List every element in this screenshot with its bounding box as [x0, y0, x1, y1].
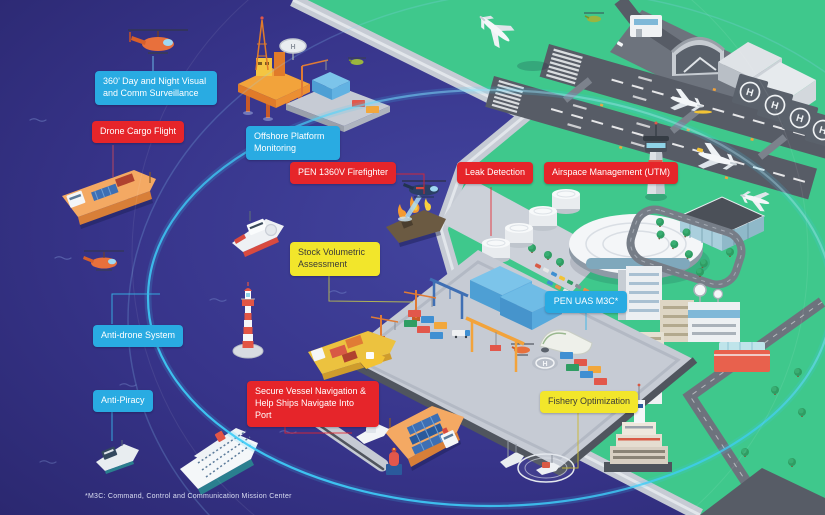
label-drone-cargo-flight: Drone Cargo Flight — [92, 121, 185, 143]
label-leak-detection: Leak Detection — [457, 162, 534, 184]
gantry-crane-icon — [465, 316, 525, 372]
label-fishery-optimization: Fishery Optimization — [540, 391, 639, 413]
arch-hangar-icon — [670, 37, 726, 76]
firefighting-helicopter-icon — [398, 180, 446, 222]
terminal-small-building-icon — [630, 15, 662, 37]
port-helipad-icon: H — [532, 355, 558, 371]
truck-icon — [452, 330, 470, 339]
test-track — [626, 205, 746, 289]
shore-road — [700, 468, 825, 515]
label-stock-volumetric-assessment: Stock Volumetric Assessment — [290, 242, 380, 276]
patrol-boat-icon — [96, 440, 139, 474]
radar-rings — [127, 0, 825, 515]
helipad-letter: H — [290, 44, 295, 51]
airplane-icon — [471, 6, 549, 71]
label-secure-vessel-navigation: Secure Vessel Navigation & Help Ships Na… — [247, 381, 379, 427]
runway — [539, 44, 825, 181]
satellite-station-icon — [688, 283, 740, 342]
label-anti-piracy: Anti-Piracy — [93, 390, 153, 412]
helicopter-icon — [83, 250, 124, 271]
helicopter-icon — [584, 12, 604, 23]
label-offshore-platform-monitoring: Offshore Platform Monitoring — [246, 126, 340, 160]
airplane-belly — [694, 110, 712, 114]
red-warehouse-icon — [714, 342, 770, 372]
cargo-ship-icon — [62, 170, 156, 229]
label-pen-1360v-firefighter: PEN 1360V Firefighter — [290, 162, 397, 184]
gantry-crane-icon — [429, 277, 469, 319]
helicopter-icon — [348, 57, 366, 65]
helicopter-icon — [128, 29, 188, 54]
burning-ship-icon — [386, 196, 446, 247]
fishing-boat-icon — [500, 439, 524, 468]
stepped-building-icon — [604, 383, 672, 472]
label-pen-uas-m3c: PEN UAS M3C* — [545, 291, 627, 313]
label-airspace-management-utm: Airspace Management (UTM) — [544, 162, 679, 184]
lighthouse-icon — [232, 282, 264, 359]
m3c-hangar-icon — [539, 329, 593, 355]
label-surveillance-360: 360’ Day and Night Visual and Comm Surve… — [95, 71, 217, 105]
crane-barge-icon — [286, 57, 390, 132]
yacht-icon — [356, 424, 389, 446]
fishing-trawler-icon — [536, 455, 560, 475]
container-ship-icon — [384, 406, 464, 471]
helipad-letter: H — [542, 361, 547, 368]
buoy-icon — [386, 447, 402, 475]
research-vessel-icon — [232, 211, 284, 257]
footnote: *M3C: Command, Control and Communication… — [85, 493, 292, 500]
label-anti-drone-system: Anti-drone System — [93, 325, 184, 347]
tugboat-icon — [360, 352, 385, 371]
